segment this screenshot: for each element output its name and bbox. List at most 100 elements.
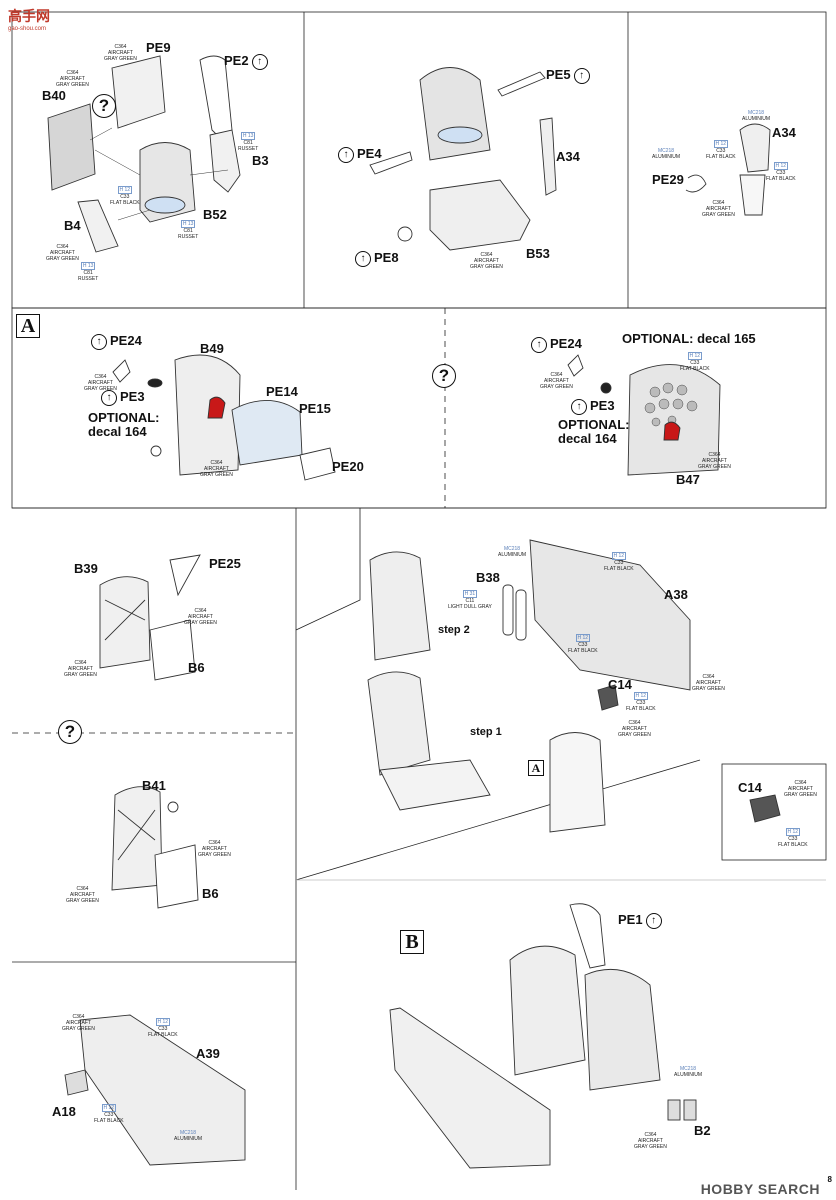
- watermark-url: gao-shou.com: [8, 26, 47, 32]
- part-step1-seat: [367, 671, 431, 776]
- part-pe25-shape: [169, 554, 201, 597]
- label-pe15: PE15: [299, 401, 331, 416]
- label-a34-detail: A34: [772, 125, 796, 140]
- label-step1: step 1: [470, 726, 502, 738]
- label-pe24-right: ↑PE24: [528, 336, 582, 353]
- part-pe29-shape: [685, 174, 707, 193]
- label-pe3-right: ↑PE3: [568, 398, 615, 415]
- label-b3: B3: [252, 153, 269, 168]
- part-pe1-belt: [569, 903, 606, 969]
- step-box-a-small: A: [528, 760, 544, 776]
- part-step2-frame: [369, 551, 431, 661]
- pe-bend-icon: ↑: [531, 336, 547, 353]
- label-b53: B53: [526, 246, 550, 261]
- pe-bend-icon: ↑: [338, 146, 354, 163]
- pe-bend-icon: ↑: [101, 389, 117, 406]
- label-pe25: PE25: [209, 556, 241, 571]
- label-c14-detail: C14: [738, 780, 762, 795]
- part-pe5-shape: [497, 71, 546, 97]
- part-a34-shape: [539, 117, 557, 196]
- label-b4: B4: [64, 218, 81, 233]
- label-b47: B47: [676, 472, 700, 487]
- label-a39: A39: [196, 1046, 220, 1061]
- label-pe8: ↑PE8: [352, 250, 399, 267]
- watermark-logo: 高手网 gao-shou.com: [8, 6, 50, 32]
- label-b2: B2: [694, 1123, 711, 1138]
- optional-decal-note-right: OPTIONAL:decal 164: [558, 417, 630, 446]
- part-b53-shape: [429, 179, 531, 251]
- question-icon: ?: [432, 364, 456, 388]
- page-number: 8: [827, 1175, 832, 1184]
- part-b38-panel: [529, 539, 691, 691]
- label-a34: A34: [556, 149, 580, 164]
- part-c14-shape: [597, 684, 619, 711]
- label-pe14: PE14: [266, 384, 298, 399]
- part-b3-shape: [209, 129, 241, 193]
- part-b-seat: [509, 945, 586, 1076]
- step-box-b: B: [400, 930, 424, 954]
- label-b41: B41: [142, 778, 166, 793]
- part-b6-shape-2: [154, 844, 199, 909]
- watermark-brand: 高手网: [8, 8, 50, 24]
- label-pe2: PE2↑: [224, 53, 271, 70]
- label-a18: A18: [52, 1104, 76, 1119]
- part-b6-shape: [149, 619, 196, 681]
- part-pe8-shape: [397, 226, 413, 242]
- label-b38: B38: [476, 570, 500, 585]
- part-panel-a-frame: [549, 732, 606, 833]
- step-box-a: A: [16, 314, 40, 338]
- label-pe29: PE29: [652, 172, 684, 187]
- pe-bend-icon: ↑: [91, 333, 107, 350]
- label-pe24: ↑PE24: [88, 333, 142, 350]
- label-pe4: ↑PE4: [335, 146, 382, 163]
- optional-decal-165: OPTIONAL: decal 165: [622, 331, 756, 346]
- part-seat-assembled: [419, 67, 491, 161]
- question-icon: ?: [58, 720, 82, 744]
- optional-decal-note: OPTIONAL:decal 164: [88, 410, 160, 439]
- label-b6: B6: [188, 660, 205, 675]
- part-b39-frame: [99, 576, 151, 669]
- pe-bend-icon: ↑: [355, 250, 371, 267]
- label-pe1: PE1↑: [618, 912, 665, 929]
- part-a34-detail: [739, 123, 771, 173]
- part-pe9-shape: [111, 55, 166, 129]
- part-b-panel: [584, 968, 661, 1091]
- pe-bend-icon: ↑: [571, 398, 587, 415]
- label-b6-2: B6: [202, 886, 219, 901]
- question-icon: ?: [92, 94, 116, 118]
- label-b52: B52: [203, 207, 227, 222]
- part-a18-shape: [64, 1069, 89, 1096]
- label-b49: B49: [200, 341, 224, 356]
- part-pe4-shape: [369, 151, 413, 175]
- label-pe9: PE9: [146, 40, 171, 55]
- label-c14: C14: [608, 677, 632, 692]
- label-pe5: PE5↑: [546, 67, 593, 84]
- label-step2: step 2: [438, 624, 470, 636]
- label-b39: B39: [74, 561, 98, 576]
